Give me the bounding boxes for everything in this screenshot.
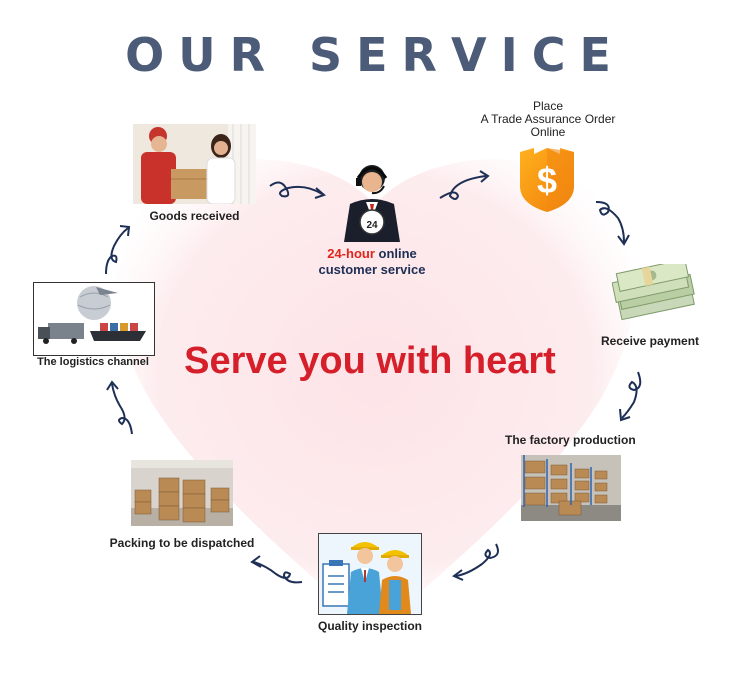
receive-payment-label: Receive payment bbox=[600, 334, 700, 348]
logistics-channel-illustration bbox=[33, 282, 155, 356]
arrow-goods-to-service bbox=[269, 181, 326, 199]
arrow-payment-to-factory bbox=[619, 371, 642, 422]
trade-assurance-shield-icon bbox=[514, 146, 580, 214]
arrow-quality-to-packing bbox=[250, 555, 303, 584]
arrow-order-to-payment bbox=[595, 201, 630, 246]
logistics-label: The logistics channel bbox=[37, 356, 149, 368]
arrow-logistics-to-goods bbox=[105, 225, 131, 275]
quality-inspection-illustration bbox=[318, 533, 422, 615]
place-order-label: Place A Trade Assurance Order Online bbox=[470, 100, 626, 139]
arrow-service-to-order bbox=[439, 170, 490, 200]
customer-service-line2: customer service bbox=[318, 262, 426, 277]
factory-production-label: The factory production bbox=[505, 433, 636, 447]
arrow-factory-to-quality bbox=[452, 543, 499, 581]
goods-received-photo bbox=[133, 124, 256, 204]
factory-warehouse-photo bbox=[521, 455, 621, 521]
place-order-line3: Online bbox=[530, 125, 566, 139]
customer-service-label: 24-hour online customer service bbox=[292, 246, 452, 278]
quality-inspection-label: Quality inspection bbox=[317, 619, 422, 633]
packing-label: Packing to be dispatched bbox=[109, 536, 255, 550]
online-text: online bbox=[374, 246, 417, 261]
highlight-24-hour: 24-hour bbox=[327, 246, 375, 261]
tagline: Serve you with heart bbox=[184, 340, 556, 382]
money-stack-icon bbox=[611, 258, 700, 330]
goods-received-label: Goods received bbox=[149, 209, 240, 223]
customer-service-agent-icon bbox=[340, 158, 404, 242]
place-order-line2: A Trade Assurance Order bbox=[480, 112, 616, 126]
dollar-sign-icon: $ bbox=[536, 160, 558, 201]
clock-24-badge: 24 bbox=[366, 220, 378, 231]
arrow-packing-to-logistics bbox=[106, 380, 133, 435]
packing-warehouse-photo bbox=[131, 460, 233, 526]
place-order-line1: Place bbox=[532, 99, 564, 113]
page-title: OUR SERVICE bbox=[125, 28, 625, 82]
